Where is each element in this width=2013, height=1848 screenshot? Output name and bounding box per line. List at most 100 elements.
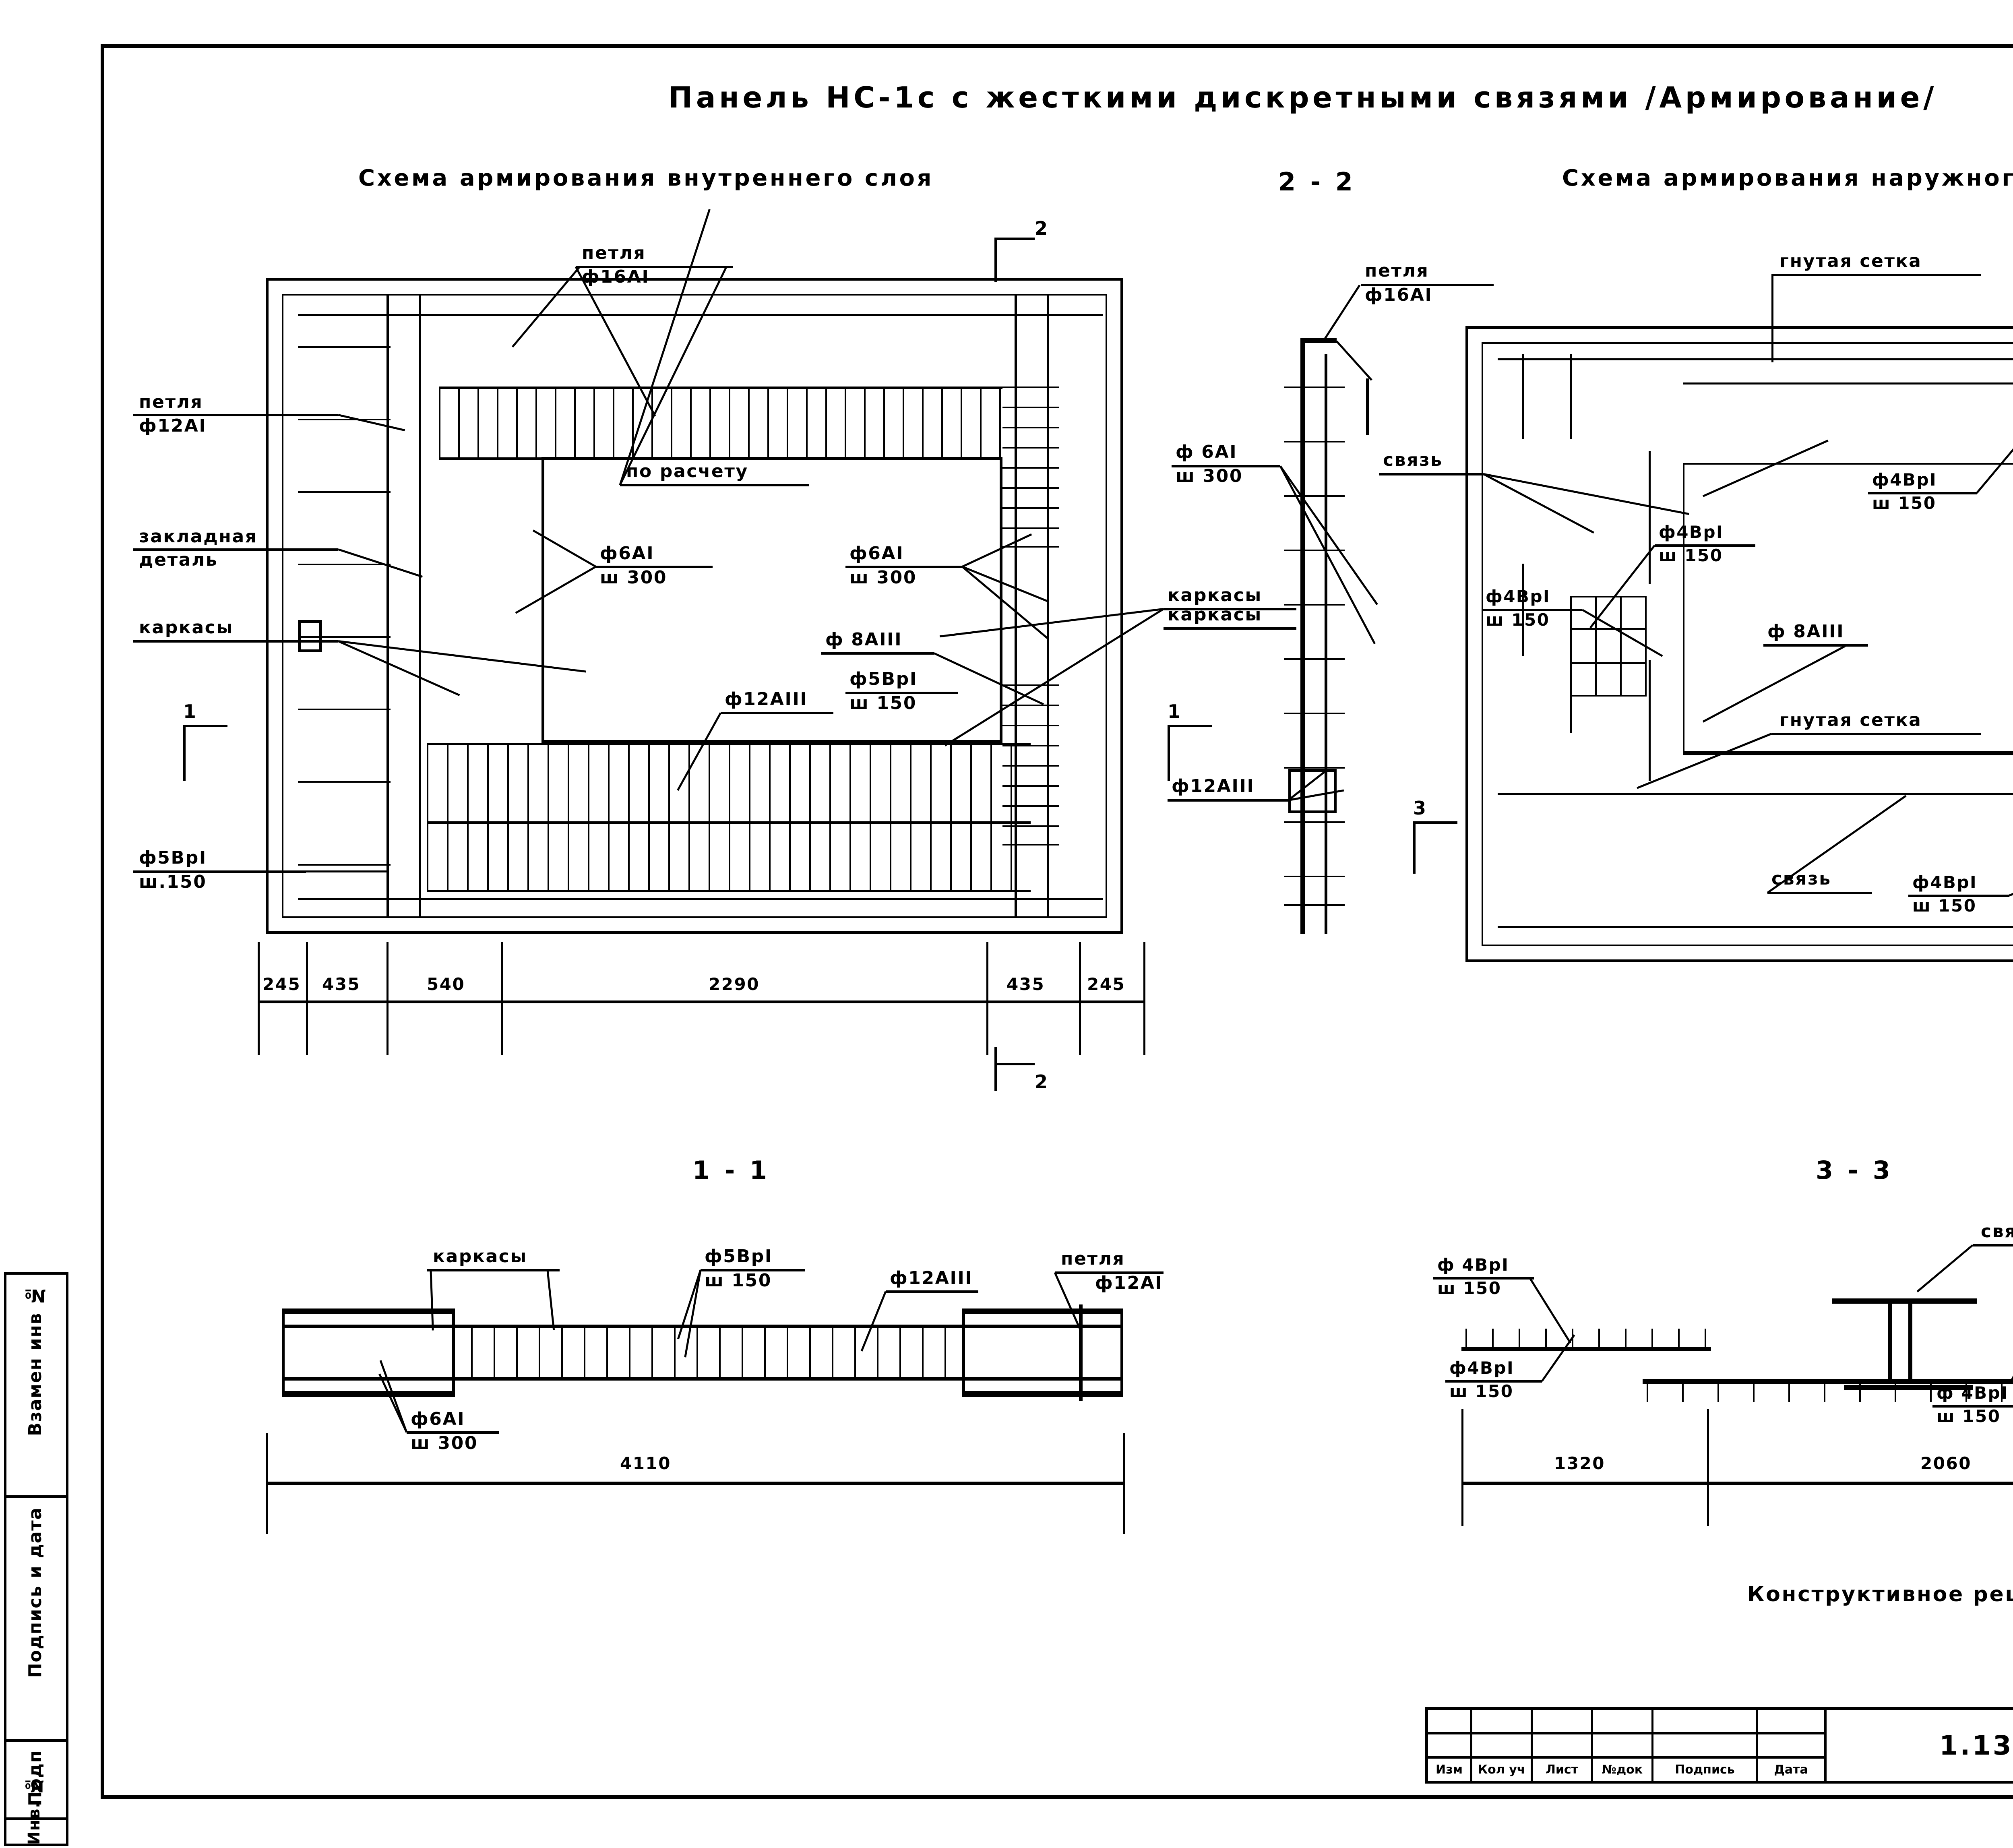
section-mark-2-bot-stem <box>994 1047 997 1091</box>
stamp-cell-inv: Инв. № <box>4 1776 68 1846</box>
label-f4-1-line2: ш 150 <box>1872 493 1937 513</box>
leader-shelf-f4-3 <box>1655 544 1755 547</box>
label-f4-1-line1: ф4ВрI <box>1872 470 1937 490</box>
tb-cell-r2c6 <box>1758 1734 1824 1757</box>
leader-shelf-sec22-karkasy <box>1164 627 1296 630</box>
title-block-row-empty-1 <box>1428 1710 1824 1734</box>
sec33-upper-left-bar <box>1461 1347 1711 1351</box>
label-sec22-petlya-line2: ф16АI <box>1365 285 1433 305</box>
title-block-header-row: Изм Кол уч Лист №док Подпись Дата <box>1428 1759 1824 1781</box>
section-mark-1-left-stem <box>183 725 186 781</box>
label-f4-7-line2: ш 150 <box>1912 896 1977 916</box>
leader-shelf-sec33-svyaz <box>1973 1244 2013 1246</box>
leader-shelf-sec11-f6 <box>407 1431 499 1434</box>
label-sec11-petlya-line1: петля <box>1061 1249 1125 1269</box>
inner-bot-rail-1 <box>427 743 1031 745</box>
outer-hline-top <box>1498 358 2013 360</box>
label-f5vr2-line2: ш 150 <box>849 693 917 713</box>
bottom-note: Конструктивное решение связи см лист 7 <box>1747 1582 2013 1606</box>
inner-hline-top <box>298 314 1103 316</box>
section-mark-3-left: 3 <box>1413 797 1428 819</box>
label-sec11-f5vr-line2: ш 150 <box>705 1270 772 1291</box>
inner-dim-2290: 2290 <box>709 974 760 994</box>
page-title: Панель НС-1с с жесткими дискретными связ… <box>668 81 1938 114</box>
inner-dim-435a: 435 <box>322 974 361 994</box>
label-petlya-12-line1: петля <box>139 392 203 412</box>
section-mark-1-left: 1 <box>183 701 198 722</box>
section-mark-3-left-stem <box>1413 821 1416 874</box>
sec33-tie-web-b <box>1908 1300 1912 1383</box>
label-sec11-f6-line2: ш 300 <box>411 1433 478 1453</box>
leader-shelf-sec22-f12 <box>1168 799 1288 802</box>
leader-shelf-f4-1 <box>1868 492 1977 494</box>
label-zakladnaya-line1: закладная <box>139 526 258 547</box>
label-sec33-vl-line1: ф 4ВрI <box>1437 1255 1509 1275</box>
outer-panel-inner-outline <box>1482 342 2013 946</box>
section-mark-1-right: 1 <box>1168 701 1183 722</box>
tb-cell-r2c4 <box>1593 1734 1653 1757</box>
inner-dim-tick-1 <box>306 942 308 1055</box>
leader-shelf-sec33-nl <box>1445 1380 1542 1383</box>
title-block-revision-grid: Изм Кол уч Лист №док Подпись Дата <box>1428 1710 1827 1781</box>
label-f4-3-line1: ф4ВрI <box>1659 522 1724 542</box>
sec11-dim-line <box>266 1482 1123 1485</box>
label-svyaz-left: связь <box>1383 450 1443 470</box>
outer-vtick-1 <box>1522 354 1524 439</box>
leader-shelf-svyaz-bot <box>1767 892 1872 894</box>
leader-shelf-gnutaya-bot <box>1771 733 1981 735</box>
label-f5vr-line2: ш.150 <box>139 872 207 892</box>
sec33-dim-tick-1 <box>1707 1409 1709 1526</box>
inner-dim-tick-6 <box>1143 942 1145 1055</box>
leader-shelf-f6-right <box>845 566 962 568</box>
section-mark-1-right-stem <box>1168 725 1170 781</box>
leader-shelf-sec33-vl <box>1433 1277 1534 1280</box>
tb-cell-r1c6 <box>1758 1710 1824 1732</box>
inner-bot-rail-2 <box>427 821 1031 824</box>
label-karkasy2: каркасы <box>1168 585 1262 606</box>
leader-shelf-svyaz-left <box>1379 473 1484 475</box>
inner-dim-245b: 245 <box>1087 974 1126 994</box>
tb-cell-r2c1 <box>1428 1734 1472 1757</box>
inner-hline-bot <box>298 898 1103 900</box>
sec11-dim-tick-right <box>1123 1433 1125 1534</box>
outer-vtick-6 <box>1649 660 1651 781</box>
inner-right-ladder-top <box>1002 387 1059 548</box>
section-mark-2-top-arm <box>994 238 1035 240</box>
label-f6-left-line2: ш 300 <box>600 567 668 588</box>
leader-line-gnutaya-top <box>1771 274 1773 362</box>
leader-shelf-f8 <box>821 652 934 655</box>
title-block-row-empty-2 <box>1428 1734 1824 1759</box>
section-mark-2-top-stem <box>994 238 997 282</box>
inner-panel-outline <box>266 278 1123 934</box>
stamp-label-vzamen: Взамен инв № <box>25 1284 45 1436</box>
inner-top-rail-1 <box>439 387 1002 389</box>
leader-shelf-outer-f8 <box>1763 644 1868 647</box>
outer-vtick-2 <box>1570 354 1572 439</box>
outer-panel-outline <box>1465 326 2013 962</box>
inner-dim-tick-2 <box>386 942 389 1055</box>
sec33-tie-top-flange <box>1832 1298 1977 1304</box>
leader-shelf-sec22-petlya <box>1361 284 1494 286</box>
stamp-cell-vzamen: Взамен инв № <box>4 1272 68 1498</box>
section-mark-3-left-arm <box>1413 821 1457 824</box>
label-po-raschetu: по расчету <box>626 461 748 482</box>
sec33-tie-web-a <box>1888 1300 1892 1383</box>
sec33-dim-tick-0 <box>1461 1409 1463 1526</box>
sec22-top-cap <box>1300 338 1337 343</box>
outer-vtick-5 <box>1649 451 1651 584</box>
label-f6-right-line2: ш 300 <box>849 567 917 588</box>
label-sec33-vl-line2: ш 150 <box>1437 1278 1502 1298</box>
sec33-dim-1320: 1320 <box>1554 1453 1605 1473</box>
label-sec22-f12: ф12АIII <box>1172 776 1255 796</box>
leader-shelf-gnutaya-top <box>1771 274 1981 276</box>
label-sec22-petlya-line1: петля <box>1365 260 1429 281</box>
label-f4-3-line2: ш 150 <box>1659 546 1723 565</box>
stamp-label-podpis: Подпись и дата <box>25 1507 45 1678</box>
section-title-1-1: 1 - 1 <box>692 1156 770 1185</box>
section-mark-2-bot-arm <box>994 1063 1035 1065</box>
section-title-2-2: 2 - 2 <box>1278 167 1356 196</box>
inner-dim-tick-5 <box>1079 942 1081 1055</box>
sec11-top-rail <box>282 1325 1123 1328</box>
inner-dim-tick-4 <box>986 942 988 1055</box>
leader-shelf-sec11-karkasy <box>427 1269 560 1271</box>
